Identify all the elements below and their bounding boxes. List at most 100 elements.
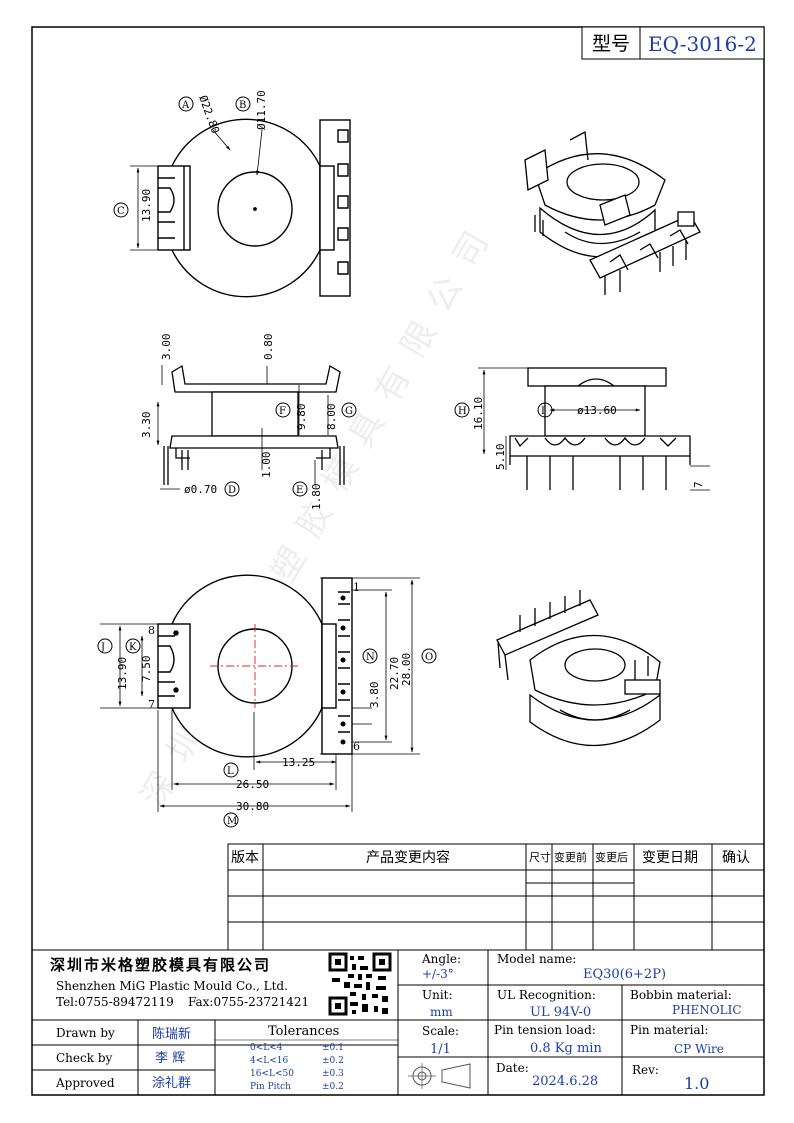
tol-value-4: ±0.2 bbox=[322, 1082, 344, 1092]
tol-value-1: ±0.1 bbox=[322, 1043, 344, 1053]
front-view bbox=[509, 367, 691, 490]
tol-range-4: Pin Pitch bbox=[250, 1082, 291, 1092]
dim-o: 28.00 bbox=[400, 653, 413, 686]
rev-value: 1.0 bbox=[684, 1074, 709, 1093]
rev-h-version: 版本 bbox=[231, 850, 259, 866]
front-view-dims: H 16.10 I ø13.60 5.10 7 bbox=[454, 367, 710, 491]
tension-value: 0.8 Kg min bbox=[530, 1041, 602, 1056]
dim-d: ø0.70 bbox=[184, 483, 217, 496]
pin-6: 6 bbox=[353, 740, 360, 753]
rev-h-confirm: 确认 bbox=[722, 850, 750, 866]
tol-range-3: 16<L<50 bbox=[250, 1069, 294, 1079]
qr-code-icon bbox=[328, 952, 392, 1016]
unit-label: Unit: bbox=[422, 988, 453, 1002]
check-by-value: 李 辉 bbox=[155, 1051, 185, 1066]
label-k: K bbox=[129, 642, 137, 653]
company-name-cn: 深圳市米格塑胶模具有限公司 bbox=[50, 956, 271, 974]
iso-view-bottom bbox=[496, 590, 661, 747]
side-view-dims: 3.00 0.80 3.30 F 9.80 G 8.00 1.00 ø0.70 … bbox=[140, 334, 357, 511]
date-label: Date: bbox=[496, 1061, 529, 1075]
label-o: O bbox=[425, 652, 433, 663]
label-c: C bbox=[117, 206, 125, 217]
model-value: EQ30(6+2P) bbox=[583, 967, 666, 982]
dim-pitch: 3.80 bbox=[368, 682, 381, 709]
scale-label: Scale: bbox=[422, 1024, 459, 1038]
revision-table: 版本 产品变更内容 尺寸 变更前 变更后 变更日期 确认 bbox=[227, 843, 765, 951]
angle-value: +/-3° bbox=[422, 967, 454, 981]
rev-label: Rev: bbox=[632, 1063, 659, 1077]
iso-view-top bbox=[524, 130, 701, 295]
drawn-by-label: Drawn by bbox=[56, 1026, 115, 1040]
dim-l: 26.50 bbox=[236, 778, 269, 791]
dim-n: 22.70 bbox=[388, 657, 401, 690]
pin-material-label: Pin material: bbox=[630, 1023, 709, 1037]
side-view bbox=[163, 364, 345, 485]
dim-m: 30.80 bbox=[236, 800, 269, 813]
dim-top-h: 3.00 bbox=[160, 334, 173, 361]
dim-flange-t: 0.80 bbox=[262, 334, 275, 361]
approved-value: 涂礼群 bbox=[152, 1075, 191, 1091]
drawn-by-value: 陈瑞新 bbox=[152, 1026, 191, 1042]
tension-label: Pin tension load: bbox=[494, 1023, 596, 1037]
label-i: I bbox=[541, 406, 545, 417]
tolerances-title: Tolerances bbox=[268, 1024, 339, 1039]
angle-label: Angle: bbox=[421, 952, 461, 966]
company-tel: Tel:0755-89472119 bbox=[56, 995, 174, 1009]
label-g: G bbox=[345, 406, 353, 417]
dim-j: 13.90 bbox=[116, 657, 129, 690]
dim-c: 13.90 bbox=[140, 189, 153, 222]
dim-h: 16.10 bbox=[472, 397, 485, 430]
rev-h-size: 尺寸 bbox=[529, 850, 551, 864]
dim-i: ø13.60 bbox=[577, 404, 617, 417]
label-j: J bbox=[100, 642, 105, 653]
label-d: D bbox=[228, 485, 236, 496]
label-f: F bbox=[279, 406, 286, 417]
dim-k: 7.50 bbox=[140, 656, 153, 683]
ul-value: UL 94V-0 bbox=[530, 1005, 591, 1020]
dim-l1: 13.25 bbox=[282, 756, 315, 769]
tol-value-2: ±0.2 bbox=[322, 1056, 344, 1066]
dim-b: Ø11.70 bbox=[255, 90, 268, 130]
rev-h-date: 变更日期 bbox=[642, 850, 698, 866]
label-m: M bbox=[227, 816, 237, 827]
dim-a: Ø22.80 bbox=[196, 94, 222, 136]
model-box-value: EQ-3016-2 bbox=[648, 32, 757, 56]
tol-value-3: ±0.3 bbox=[322, 1069, 344, 1079]
dim-e: 1.80 bbox=[310, 484, 323, 511]
top-view bbox=[157, 118, 351, 298]
dim-pin: 7 bbox=[692, 481, 705, 488]
tol-range-2: 4<L<16 bbox=[250, 1056, 289, 1066]
label-b: B bbox=[239, 100, 246, 111]
label-l: L bbox=[227, 766, 234, 777]
dim-mid: 3.30 bbox=[140, 412, 153, 439]
model-box: 型号 EQ-3016-2 bbox=[581, 26, 765, 60]
bottom-view-centerlines bbox=[210, 624, 300, 708]
date-value: 2024.6.28 bbox=[532, 1074, 598, 1089]
rev-h-before: 变更前 bbox=[554, 850, 587, 864]
rev-h-content: 产品变更内容 bbox=[366, 849, 450, 866]
ul-label: UL Recognition: bbox=[497, 988, 596, 1002]
bobbin-value: PHENOLIC bbox=[672, 1003, 742, 1017]
dim-f: 9.80 bbox=[295, 404, 308, 431]
label-a: A bbox=[181, 100, 190, 111]
label-h: H bbox=[458, 406, 467, 417]
company-fax: Fax:0755-23721421 bbox=[188, 995, 309, 1009]
title-block: 深圳市米格塑胶模具有限公司 Shenzhen MiG Plastic Mould… bbox=[31, 949, 765, 1096]
bottom-view-dims: 1 6 7 8 O 28.00 N 22.70 3.80 J 13.90 K 7… bbox=[97, 577, 437, 828]
company-name-en: Shenzhen MiG Plastic Mould Co., Ltd. bbox=[56, 979, 288, 993]
scale-value: 1/1 bbox=[430, 1042, 451, 1057]
check-by-label: Check by bbox=[56, 1051, 113, 1065]
pin-material-value: CP Wire bbox=[674, 1042, 724, 1056]
dim-base: 5.10 bbox=[494, 444, 507, 471]
label-e: E bbox=[296, 485, 303, 496]
bobbin-label: Bobbin material: bbox=[630, 988, 732, 1002]
pin-1: 1 bbox=[353, 581, 360, 594]
unit-value: mm bbox=[430, 1005, 453, 1019]
label-n: N bbox=[366, 652, 375, 663]
pin-7: 7 bbox=[148, 698, 155, 711]
tol-range-1: 0<L<4 bbox=[250, 1043, 283, 1053]
approved-label: Approved bbox=[55, 1076, 115, 1090]
dim-g: 8.00 bbox=[325, 404, 338, 431]
model-box-label: 型号 bbox=[592, 33, 630, 55]
